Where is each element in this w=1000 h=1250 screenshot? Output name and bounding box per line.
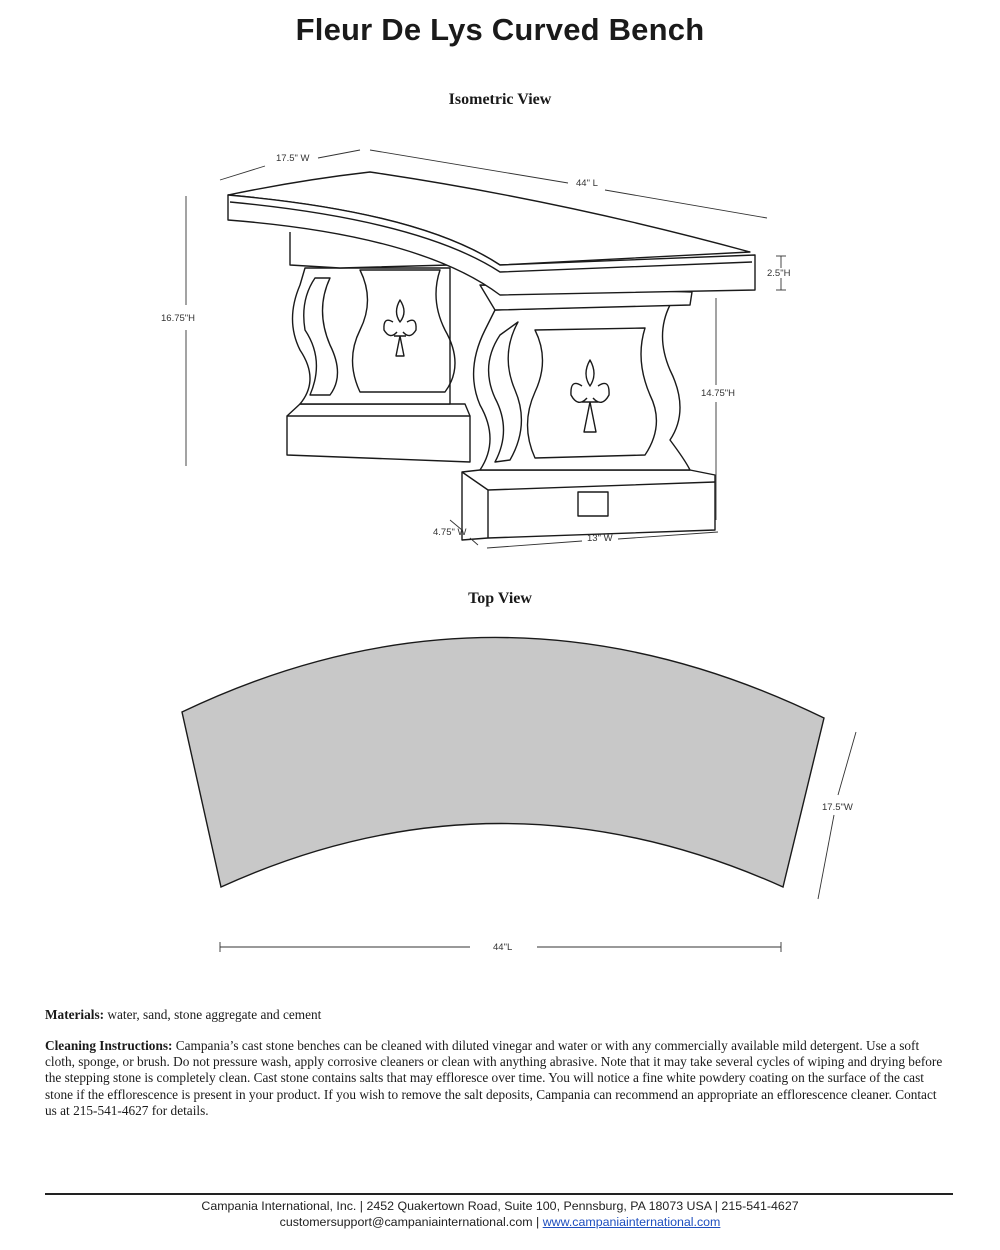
materials-paragraph: Materials: water, sand, stone aggregate … — [45, 1007, 945, 1023]
left-fleur-icon — [383, 299, 417, 357]
seat-edge-lines — [229, 201, 753, 273]
right-base — [461, 469, 716, 541]
bench-drawings: 17.5" W 44" L 2.5"H 16.75"H 14.75"H 4.75… — [161, 149, 857, 953]
footer-website-link[interactable]: www.campaniainternational.com — [542, 1215, 721, 1229]
footer-separator: | — [532, 1215, 543, 1229]
materials-label: Materials: — [45, 1007, 105, 1022]
right-fleur-icon — [570, 359, 610, 433]
dim-length: 44" L — [576, 178, 598, 189]
top-view-heading: Top View — [468, 590, 532, 607]
right-base-front — [461, 471, 716, 538]
isometric-dimension-labels: 17.5" W 44" L 2.5"H 16.75"H 14.75"H 4.75… — [161, 153, 791, 544]
right-base-plaque — [577, 491, 609, 517]
footer-contact: customersupport@campaniainternational.co… — [0, 1215, 1000, 1229]
dim-pedestal-height: 14.75"H — [701, 388, 735, 399]
left-pedestal — [291, 267, 451, 405]
dimension-lines — [185, 149, 786, 549]
isometric-view-heading: Isometric View — [448, 91, 552, 108]
dim-top-width: 17.5" W — [276, 153, 310, 164]
materials-text: water, sand, stone aggregate and cement — [104, 1007, 322, 1022]
left-base — [286, 415, 471, 463]
cleaning-label: Cleaning Instructions: — [45, 1038, 173, 1053]
dim-base-depth: 4.75" W — [433, 527, 467, 538]
footer-divider — [45, 1193, 953, 1195]
dim-top-view-width: 17.5"W — [822, 802, 853, 813]
dim-top-view-length: 44"L — [493, 942, 512, 953]
cleaning-text: Campania’s cast stone benches can be cle… — [45, 1038, 943, 1118]
dim-overall-height: 16.75"H — [161, 313, 195, 324]
dim-base-width: 13" W — [587, 533, 613, 544]
left-pedestal-face — [351, 269, 456, 393]
cleaning-paragraph: Cleaning Instructions: Campania’s cast s… — [45, 1038, 945, 1119]
top-view-shape — [181, 636, 825, 888]
document-title: Fleur De Lys Curved Bench — [295, 12, 705, 47]
isometric-drawing — [227, 171, 756, 541]
right-pedestal-panel — [487, 321, 523, 463]
seat-edge — [227, 194, 756, 296]
dim-top-height: 2.5"H — [767, 268, 791, 279]
footer-email: customersupport@campaniainternational.co… — [279, 1215, 533, 1229]
footer-address: Campania International, Inc. | 2452 Quak… — [201, 1199, 799, 1213]
left-base-top — [286, 403, 471, 417]
top-view-drawing: 17.5"W 44"L — [181, 636, 857, 953]
left-pedestal-panel — [303, 277, 339, 396]
right-pedestal-face — [526, 327, 658, 459]
